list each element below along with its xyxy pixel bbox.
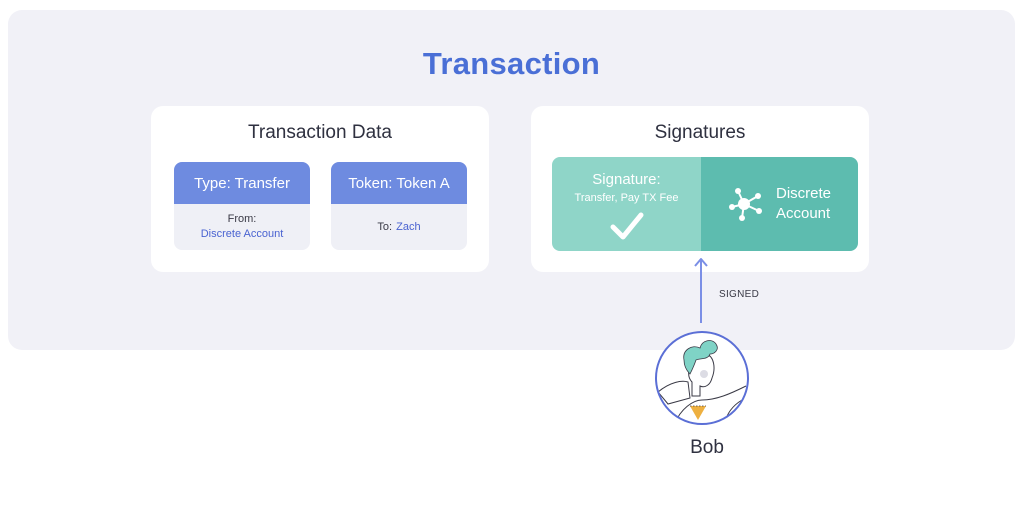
from-label: From:	[227, 213, 257, 225]
transaction-data-title: Transaction Data	[248, 122, 392, 143]
signed-arrow-icon	[694, 258, 708, 323]
account-label: Discrete Account	[775, 185, 831, 222]
signed-label: SIGNED	[719, 289, 760, 300]
signature-scope: Transfer, Pay TX Fee	[574, 192, 679, 204]
token-card-header: Token: Token A	[331, 162, 467, 204]
transaction-data-panel: Transaction Data Type: Transfer From: Di…	[151, 106, 489, 272]
bob-avatar	[655, 331, 749, 425]
page-title: Transaction	[422, 46, 601, 81]
signing-account: Discrete Account	[701, 157, 858, 251]
signature-block: Signature: Transfer, Pay TX Fee	[552, 157, 858, 251]
type-card: Type: Transfer From: Discrete Account	[174, 162, 310, 250]
token-card-body: To: Zach	[331, 204, 467, 250]
token-card: Token: Token A To: Zach	[331, 162, 467, 250]
checkmark-icon	[610, 212, 643, 240]
type-card-body: From: Discrete Account	[174, 204, 310, 250]
signature-title: Signature:	[592, 171, 661, 188]
type-card-header: Type: Transfer	[174, 162, 310, 204]
to-label: To:	[377, 220, 393, 233]
from-value: Discrete Account	[200, 228, 284, 240]
to-value: Zach	[396, 220, 421, 233]
network-nodes-icon	[728, 188, 762, 221]
signer-name: Bob	[690, 437, 724, 458]
signature-detail: Signature: Transfer, Pay TX Fee	[552, 157, 701, 251]
signatures-title: Signatures	[654, 122, 746, 143]
